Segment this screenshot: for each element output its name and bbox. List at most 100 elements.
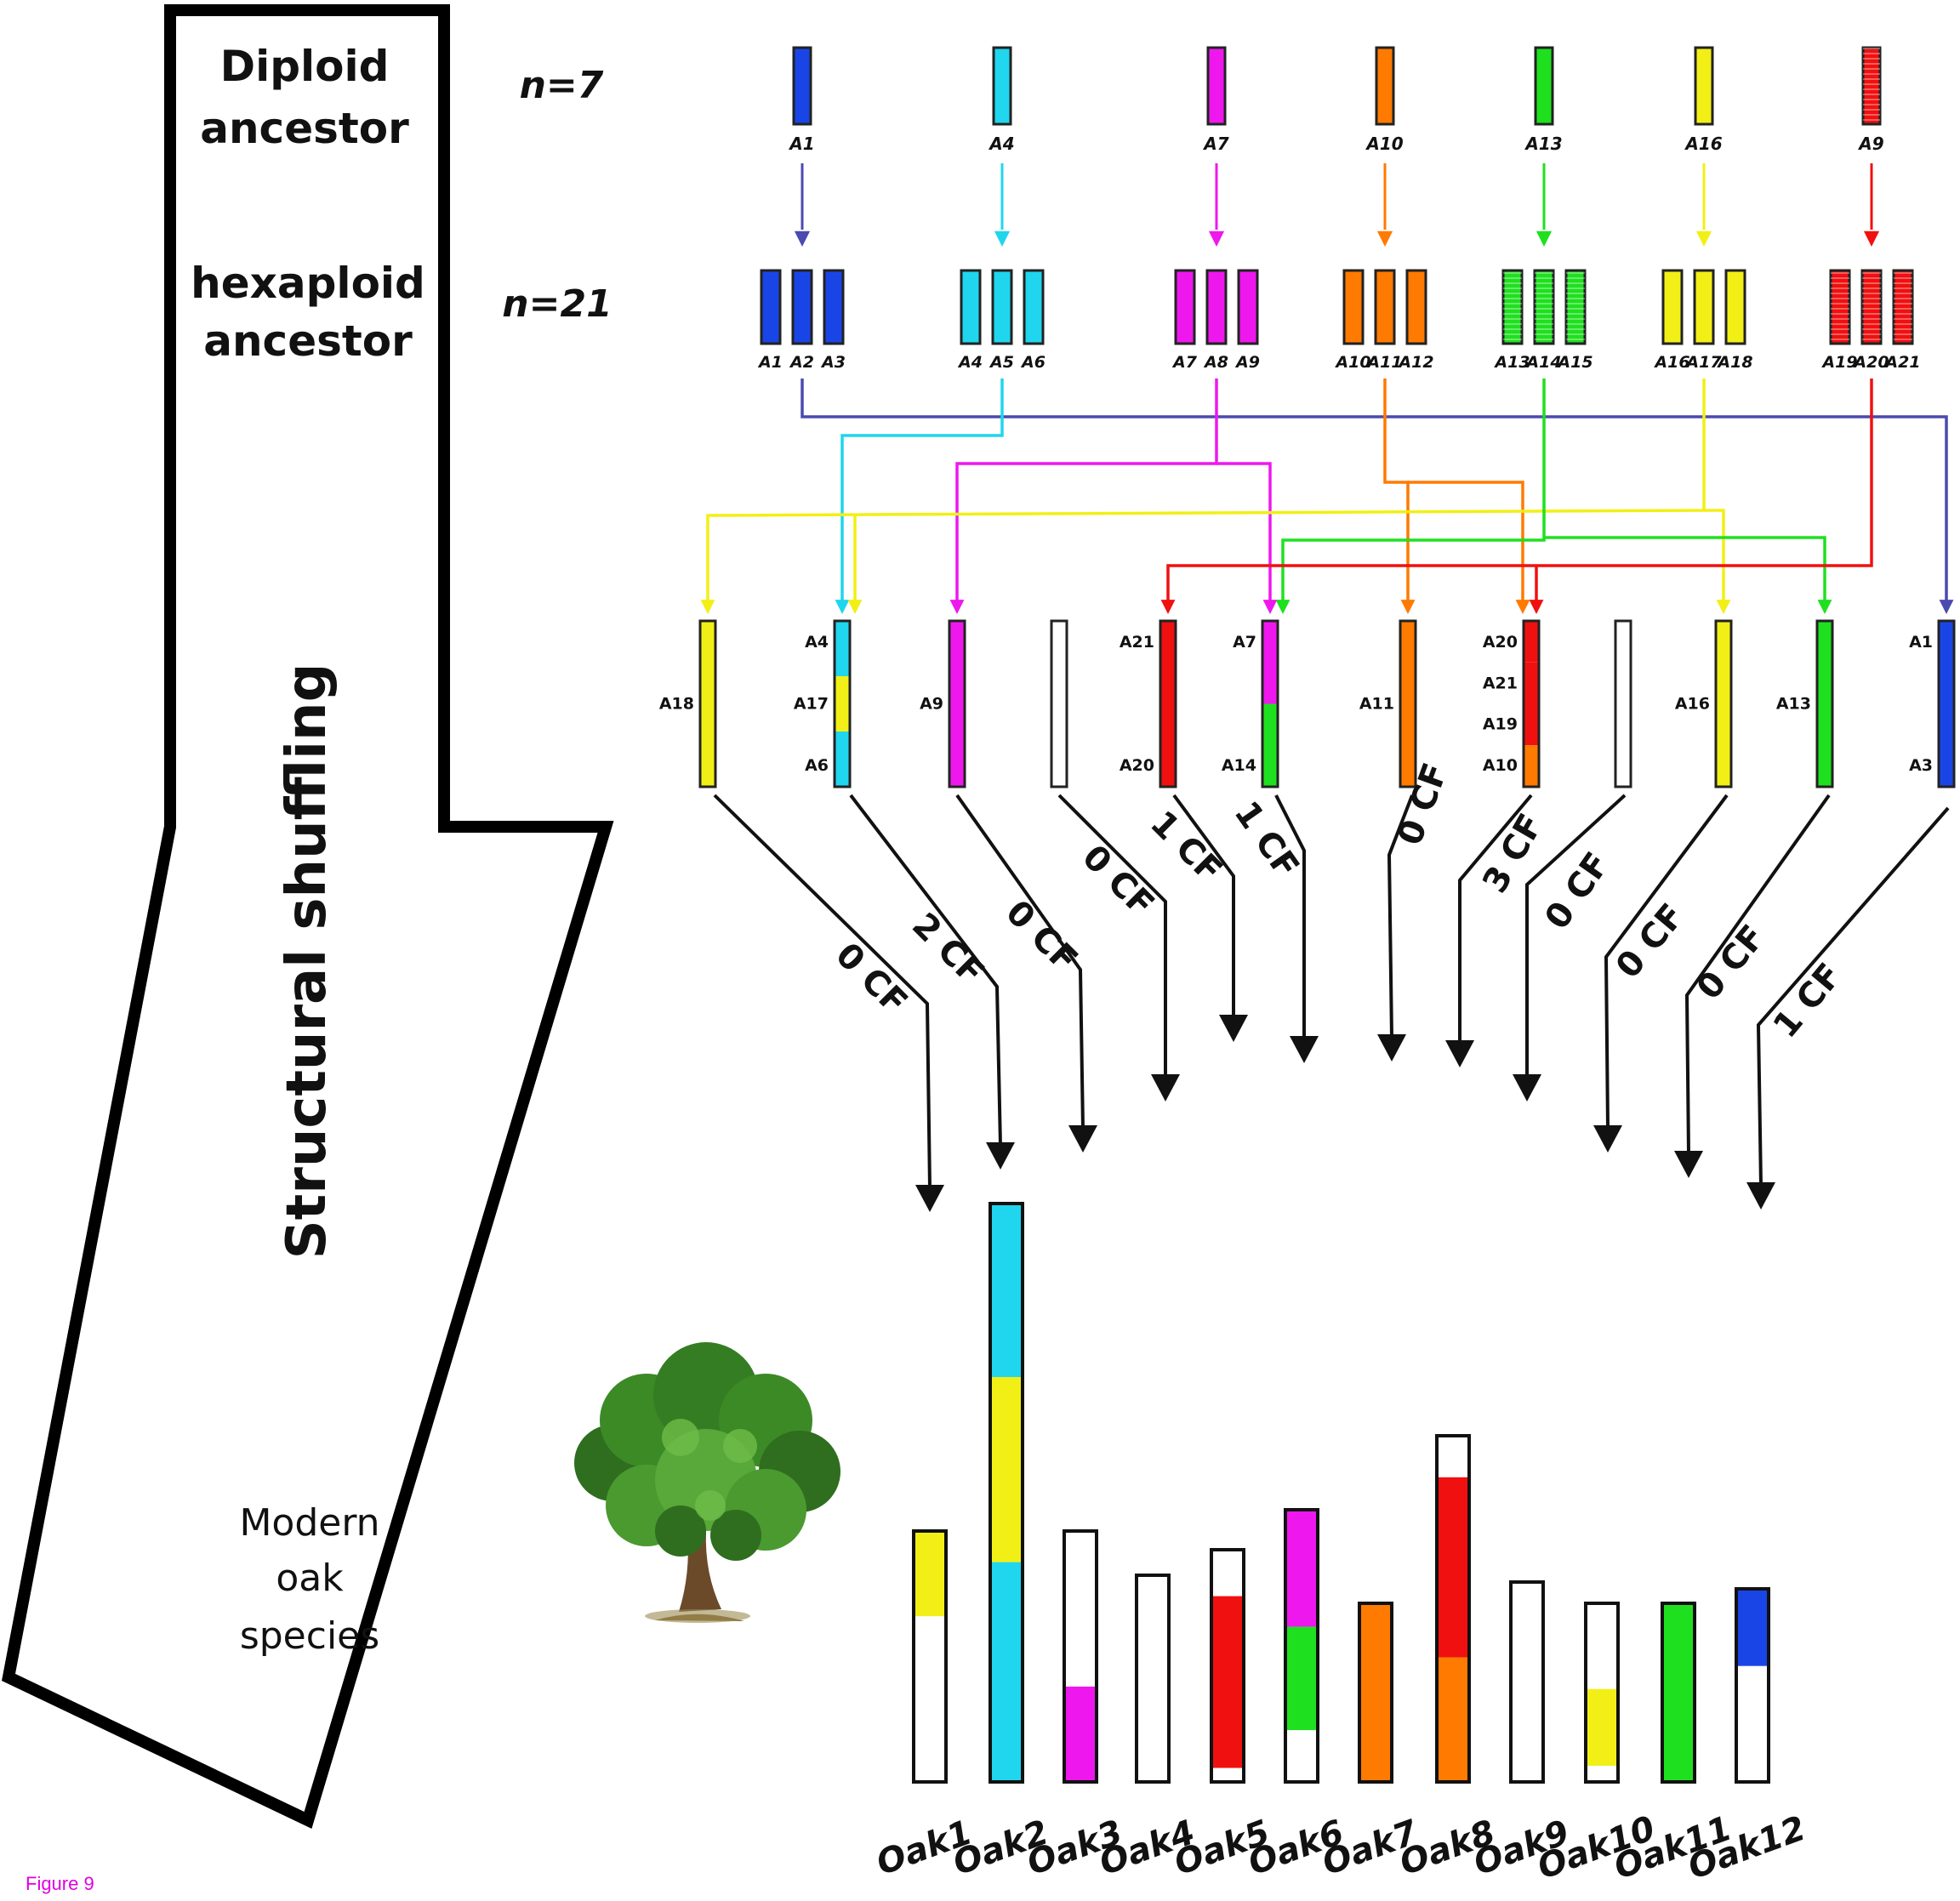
diploid-chromosome: A16 (1684, 46, 1723, 247)
hexaploid-chromosome-bar (960, 269, 982, 345)
intermediate-chromosome-segment (1160, 621, 1176, 704)
intermediate-chromosome-outline (1159, 619, 1177, 788)
intermediate-chromosome-label: A20 (1483, 633, 1518, 652)
hexaploid-chromosome-label: A9 (1234, 353, 1260, 372)
intermediate-chromosome: A16 (1675, 619, 1733, 788)
intermediate-chromosome-outline (1614, 619, 1632, 788)
hatch-overlay (1894, 270, 1912, 344)
hexaploid-chromosome-bar (1342, 269, 1365, 345)
diploid-chromosome-bar (792, 46, 812, 126)
connector-magenta-a-arrowhead (949, 600, 965, 614)
diploid-chromosome-bar (1206, 46, 1227, 126)
intermediate-chromosome-label: A6 (805, 756, 829, 775)
diploid-chromosome-bar (992, 46, 1012, 126)
modern-oak-chromosome-segment (1211, 1767, 1244, 1782)
diploid-chromosome-label: A1 (788, 134, 814, 154)
connector-green-b-arrowhead (1817, 600, 1832, 614)
intermediate-chromosome-segment (700, 621, 715, 787)
hexaploid-chromosome-bar (1724, 269, 1746, 345)
modern-oak-chromosome-segment (1662, 1603, 1695, 1782)
modern-oak-chromosome-segment (1285, 1626, 1318, 1731)
modern-oak-chromosome: Oak6 (1243, 1508, 1349, 1883)
intermediate-chromosome-label: A21 (1120, 633, 1154, 652)
intermediate-chromosome-segment (835, 731, 850, 787)
intermediate-chromosome: A18 (659, 619, 717, 788)
intermediate-chromosome-label: A1 (1909, 633, 1933, 652)
cf-arrow-line (1458, 794, 1533, 1044)
diploid-label-line2: ancestor (200, 104, 409, 153)
intermediate-chromosome-segment (835, 621, 850, 676)
cf-arrow-line (1604, 794, 1729, 1130)
intermediate-chromosome-outline (1399, 619, 1417, 788)
cf-arrowhead (1068, 1125, 1097, 1153)
intermediate-chromosome-segment (1716, 621, 1731, 787)
cf-arrow-line (849, 794, 1002, 1147)
intermediate-chromosome-label: A7 (1233, 633, 1256, 652)
diploid-chromosome: A13 (1524, 46, 1563, 247)
cf-count-label: 2 CF (904, 906, 991, 993)
diploid-to-hexaploid-arrowhead (1863, 231, 1880, 247)
modern-oak-chromosome-outline (912, 1529, 948, 1784)
modern-oak-chromosome: Oak1 (871, 1529, 977, 1883)
intermediate-chromosome-segment (1817, 621, 1832, 787)
diploid-label-line1: Diploid (220, 42, 390, 91)
modern-oak-chromosome-segment (1285, 1730, 1318, 1782)
intermediate-chromosome-label: A10 (1483, 756, 1518, 775)
modern-oak-chromosome-segment (1064, 1531, 1097, 1687)
intermediate-chromosome (1614, 619, 1632, 788)
modern-oak-chromosome-outline (1063, 1529, 1098, 1784)
diploid-chromosome-bar (1375, 46, 1395, 126)
intermediate-chromosome-segment (1524, 621, 1539, 663)
cf-arrowhead (1445, 1040, 1474, 1067)
intermediate-chromosome-outline (1261, 619, 1279, 788)
diploid-chromosome-bar (1534, 46, 1554, 126)
intermediate-chromosome-label: A13 (1776, 695, 1811, 714)
cf-count-label: 1 CF (1227, 794, 1307, 885)
connector-red-a-arrowhead (1160, 600, 1176, 614)
intermediate-chromosome: A9 (920, 619, 966, 788)
intermediate-chromosome-segment (1939, 621, 1954, 704)
hatch-overlay (1862, 270, 1881, 344)
intermediate-chromosome-segment (1524, 662, 1539, 704)
modern-oak-chromosome-segment (1359, 1603, 1392, 1782)
modern-oak-chromosome: Oak3 (1022, 1529, 1128, 1883)
intermediate-chromosome-segment (835, 676, 850, 731)
intermediate-chromosome-label: A18 (659, 695, 694, 714)
modern-oak-chromosome-outline (1135, 1574, 1171, 1784)
cf-count-label: 0 CF (1074, 838, 1161, 925)
modern-oak-chromosome-segment (1437, 1477, 1469, 1658)
intermediate-chromosome-segment (1939, 703, 1954, 787)
intermediate-chromosome-segment (949, 621, 965, 787)
hexaploid-chromosome-label: A17 (1684, 353, 1722, 372)
hexaploid-chromosome-label: A4 (957, 353, 983, 372)
diploid-chromosome: A10 (1365, 46, 1404, 247)
cf-arrow-line (1756, 806, 1950, 1187)
modern-oak-chromosome-segment (1736, 1589, 1769, 1666)
modern-oak-chromosome-outline (1358, 1602, 1393, 1784)
diploid-to-hexaploid-arrowhead (1208, 231, 1225, 247)
hexaploid-n-label: n=21 (502, 282, 612, 326)
diploid-chromosome: A4 (988, 46, 1015, 247)
cf-arrow: 0 CF (713, 794, 944, 1212)
connector-blue-arrowhead (1939, 600, 1954, 614)
connector-green-b (1544, 536, 1826, 602)
intermediate-chromosome (1050, 619, 1068, 788)
hexaploid-chromosome-bar (791, 269, 813, 345)
intermediate-chromosome-outline (833, 619, 852, 788)
connector-yellow-a-arrowhead (700, 600, 715, 614)
hexaploid-chromosome-label: A21 (1883, 353, 1920, 372)
connector-green-a (1281, 378, 1546, 602)
modern-oak-chromosome-segment (990, 1377, 1023, 1562)
hexaploid-chromosome-bar (760, 269, 782, 345)
intermediate-chromosome-label: A20 (1120, 756, 1154, 775)
hexaploid-label-line2: ancestor (203, 316, 413, 366)
intermediate-chromosome: A11 (1359, 619, 1417, 788)
diploid-chromosome: A7 (1202, 46, 1229, 247)
intermediate-chromosome-outline (1522, 619, 1541, 788)
